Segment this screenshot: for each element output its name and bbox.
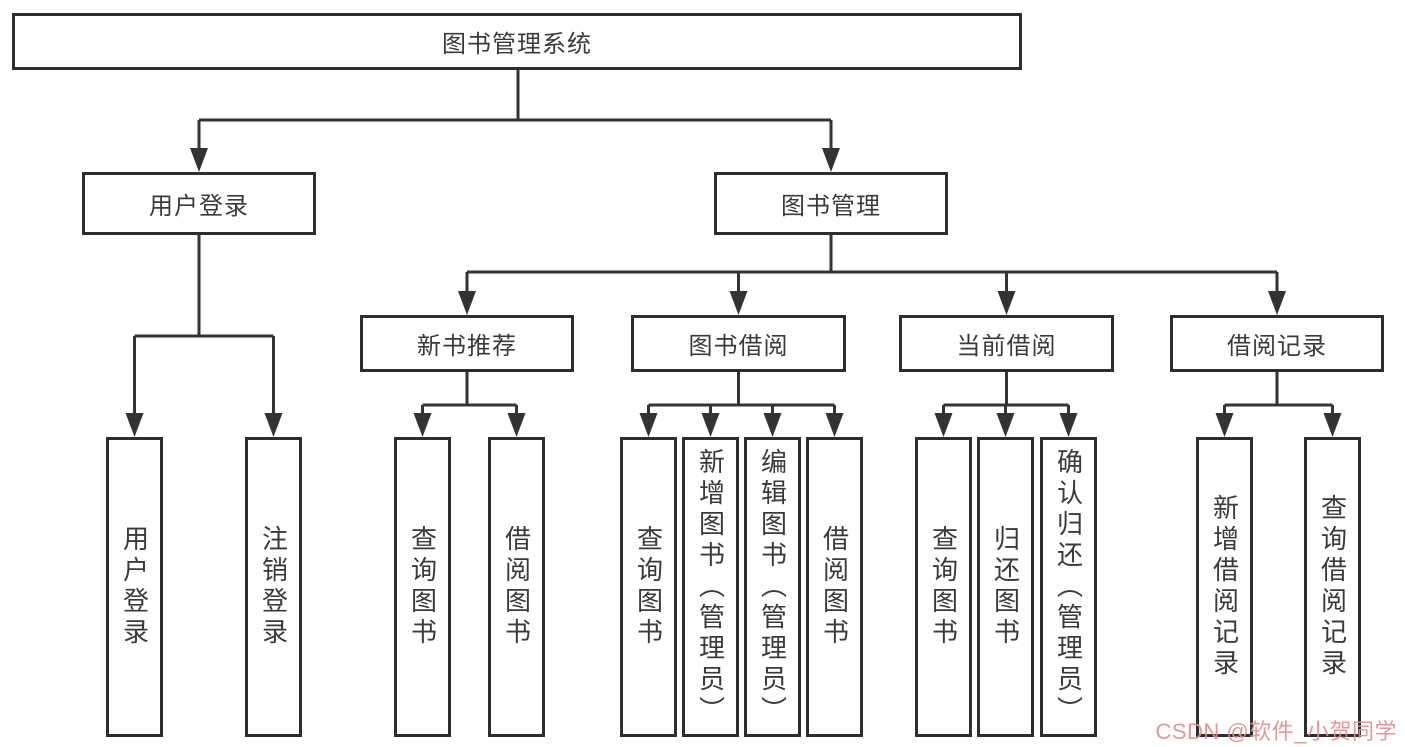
node-borrow-records: 借阅记录	[1170, 315, 1384, 372]
node-new-book-recommend: 新书推荐	[360, 315, 574, 372]
leaf-query-books-current: 查询图书	[915, 437, 972, 737]
leaf-borrow-books-label: 借阅图书	[819, 525, 850, 649]
leaf-logout: 注销登录	[245, 437, 302, 737]
leaf-add-borrow-record-label: 新增借阅记录	[1209, 494, 1240, 680]
leaf-query-books-borrow-label: 查询图书	[633, 525, 664, 649]
leaf-edit-book-admin-label: 编辑图书（管理员）	[757, 447, 788, 727]
leaf-query-borrow-record-label: 查询借阅记录	[1317, 494, 1348, 680]
leaf-query-books-borrow: 查询图书	[620, 437, 677, 737]
node-borrow-records-label: 借阅记录	[1227, 333, 1327, 360]
node-root-label: 图书管理系统	[442, 31, 592, 58]
leaf-query-borrow-record: 查询借阅记录	[1304, 437, 1361, 737]
leaf-query-books-current-label: 查询图书	[928, 525, 959, 649]
leaf-query-books-recommend: 查询图书	[394, 437, 451, 737]
leaf-borrow-books-recommend-label: 借阅图书	[501, 525, 532, 649]
node-book-mgmt: 图书管理	[714, 172, 948, 235]
leaf-user-login-label: 用户登录	[119, 525, 150, 649]
node-current-borrow: 当前借阅	[899, 315, 1114, 372]
node-book-borrow-label: 图书借阅	[688, 333, 789, 360]
leaf-add-book-admin: 新增图书（管理员）	[682, 437, 739, 737]
leaf-user-login: 用户登录	[106, 437, 163, 737]
leaf-edit-book-admin: 编辑图书（管理员）	[744, 437, 801, 737]
node-user-login-label: 用户登录	[149, 193, 249, 220]
leaf-confirm-return-admin-label: 确认归还（管理员）	[1053, 447, 1084, 727]
leaf-logout-label: 注销登录	[258, 525, 289, 649]
leaf-add-borrow-record: 新增借阅记录	[1196, 437, 1253, 737]
node-root: 图书管理系统	[12, 13, 1022, 70]
node-book-mgmt-label: 图书管理	[781, 193, 881, 220]
node-user-login: 用户登录	[82, 172, 316, 235]
leaf-return-book: 归还图书	[977, 437, 1034, 737]
csdn-watermark: CSDN @软件_小贺同学	[1155, 719, 1397, 744]
node-new-book-recommend-label: 新书推荐	[417, 333, 517, 360]
arrowhead-icons	[125, 148, 1342, 437]
leaf-borrow-books: 借阅图书	[806, 437, 863, 737]
leaf-return-book-label: 归还图书	[990, 525, 1021, 649]
leaf-query-books-recommend-label: 查询图书	[407, 525, 438, 649]
node-current-borrow-label: 当前借阅	[956, 333, 1057, 360]
node-book-borrow: 图书借阅	[631, 315, 846, 372]
leaf-confirm-return-admin: 确认归还（管理员）	[1040, 437, 1097, 737]
leaf-add-book-admin-label: 新增图书（管理员）	[695, 447, 726, 727]
leaf-borrow-books-recommend: 借阅图书	[488, 437, 545, 737]
